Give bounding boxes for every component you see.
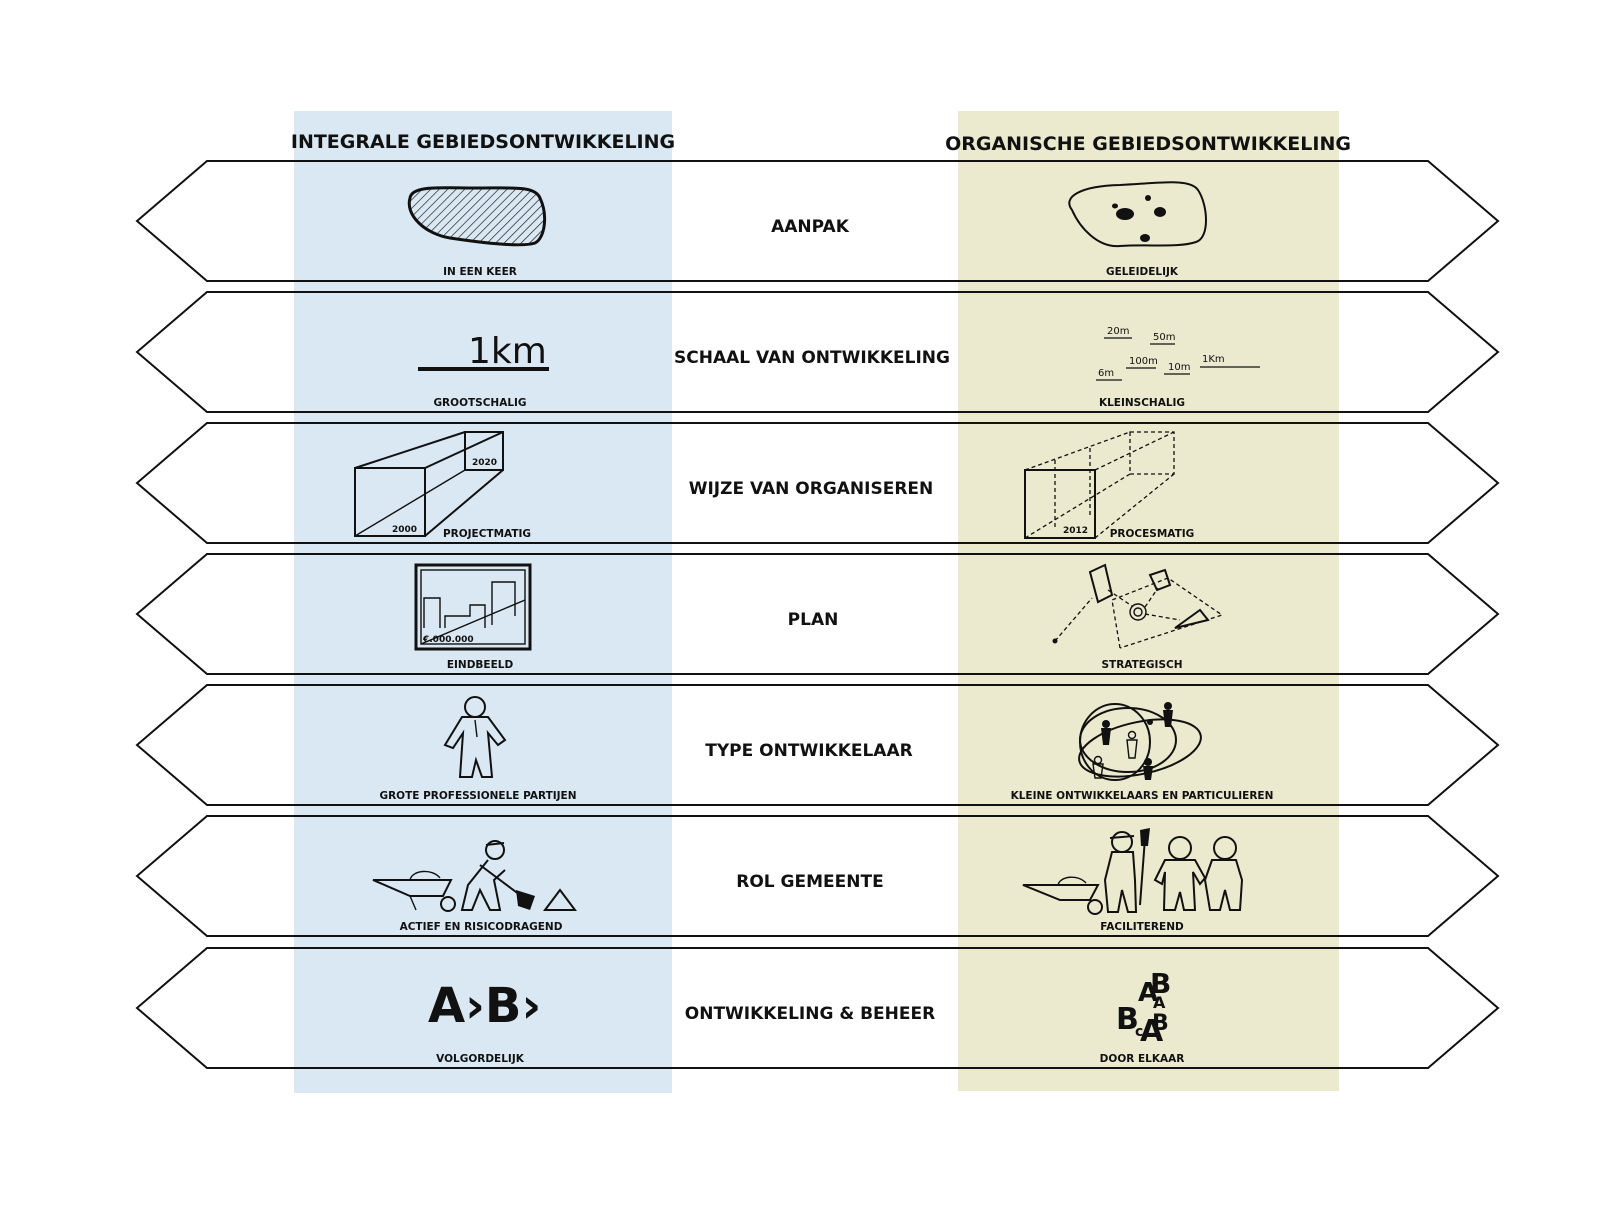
svg-text:B: B <box>1150 967 1171 1000</box>
hatched-area-icon <box>407 186 547 247</box>
facilitating-people-icon <box>1022 828 1244 915</box>
spotted-area-icon <box>1068 181 1207 248</box>
scale-1km-icon: 1km <box>418 331 549 372</box>
svg-text:2012: 2012 <box>1063 526 1088 536</box>
row-title-schaal: SCHAAL VAN ONTWIKKELING <box>674 348 950 368</box>
svg-text:10m: 10m <box>1168 362 1190 373</box>
caption-geleidelijk: GELEIDELIJK <box>1106 266 1179 278</box>
sequence-ab-icon: A›B› <box>428 978 541 1034</box>
process-box-icon: 2012 <box>1024 431 1175 539</box>
caption-volgordelijk: VOLGORDELIJK <box>436 1053 525 1065</box>
end-image-icon: €.000.000 <box>414 563 532 651</box>
caption-grootschalig: GROOTSCHALIG <box>433 397 526 409</box>
row-band-1 <box>135 160 1500 282</box>
svg-text:B: B <box>1152 1011 1169 1036</box>
caption-faciliterend: FACILITEREND <box>1100 921 1184 933</box>
svg-text:1Km: 1Km <box>1202 354 1225 365</box>
right-column-title: ORGANISCHE GEBIEDSONTWIKKELING <box>945 133 1351 155</box>
svg-text:B: B <box>1116 1002 1139 1037</box>
row-band-3 <box>135 422 1500 544</box>
row-band-2 <box>135 291 1500 413</box>
caption-kleinschalig: KLEINSCHALIG <box>1099 397 1185 409</box>
caption-door-elkaar: DOOR ELKAAR <box>1100 1053 1185 1065</box>
svg-text:2000: 2000 <box>392 525 417 535</box>
svg-text:2020: 2020 <box>472 458 497 468</box>
caption-eindbeeld: EINDBEELD <box>447 659 514 671</box>
row-title-aanpak: AANPAK <box>771 217 850 237</box>
left-column-title: INTEGRALE GEBIEDSONTWIKKELING <box>291 131 675 153</box>
row-title-plan: PLAN <box>788 610 839 630</box>
svg-text:€.000.000: €.000.000 <box>422 635 474 645</box>
caption-kleine-ontwikkelaars: KLEINE ONTWIKKELAARS EN PARTICULIEREN <box>1011 790 1274 802</box>
row-title-ontwikkelaar: TYPE ONTWIKKELAAR <box>705 741 912 761</box>
caption-projectmatig: PROJECTMATIG <box>443 528 531 540</box>
svg-text:100m: 100m <box>1129 356 1158 367</box>
row-title-gemeente: ROL GEMEENTE <box>736 872 883 892</box>
row-title-organiseren: WIJZE VAN ORGANISEREN <box>689 479 934 499</box>
row-band-7 <box>135 947 1500 1069</box>
row-band-6 <box>135 815 1500 937</box>
small-developers-icon <box>1078 702 1202 781</box>
svg-text:A: A <box>1138 978 1158 1008</box>
row-title-beheer: ONTWIKKELING & BEHEER <box>685 1004 935 1024</box>
right-column-background <box>958 111 1339 1091</box>
left-column-background <box>294 111 672 1093</box>
svg-text:50m: 50m <box>1153 332 1175 343</box>
caption-procesmatig: PROCESMATIG <box>1110 528 1195 540</box>
svg-text:6m: 6m <box>1098 368 1114 379</box>
row-band-4 <box>135 553 1500 675</box>
project-box-icon: 2000 2020 <box>354 431 504 537</box>
mixed-letters-icon: A B A B c A B <box>1116 967 1171 1049</box>
worker-wheelbarrow-icon <box>372 840 577 912</box>
caption-grote-partijen: GROTE PROFESSIONELE PARTIJEN <box>379 790 576 802</box>
caption-in-een-keer: IN EEN KEER <box>443 266 517 278</box>
caption-actief: ACTIEF EN RISICODRAGEND <box>400 921 563 933</box>
row-band-5 <box>135 684 1500 806</box>
svg-text:20m: 20m <box>1107 326 1129 337</box>
svg-text:1km: 1km <box>468 331 547 372</box>
caption-strategisch: STRATEGISCH <box>1101 659 1182 671</box>
professional-person-icon <box>443 696 507 778</box>
svg-text:c: c <box>1135 1024 1143 1040</box>
svg-text:A: A <box>1140 1014 1164 1049</box>
strategy-network-icon <box>1052 563 1224 649</box>
scale-small-icon: 20m 50m 100m 10m 1Km 6m <box>1096 326 1260 381</box>
svg-text:A: A <box>1153 993 1166 1012</box>
